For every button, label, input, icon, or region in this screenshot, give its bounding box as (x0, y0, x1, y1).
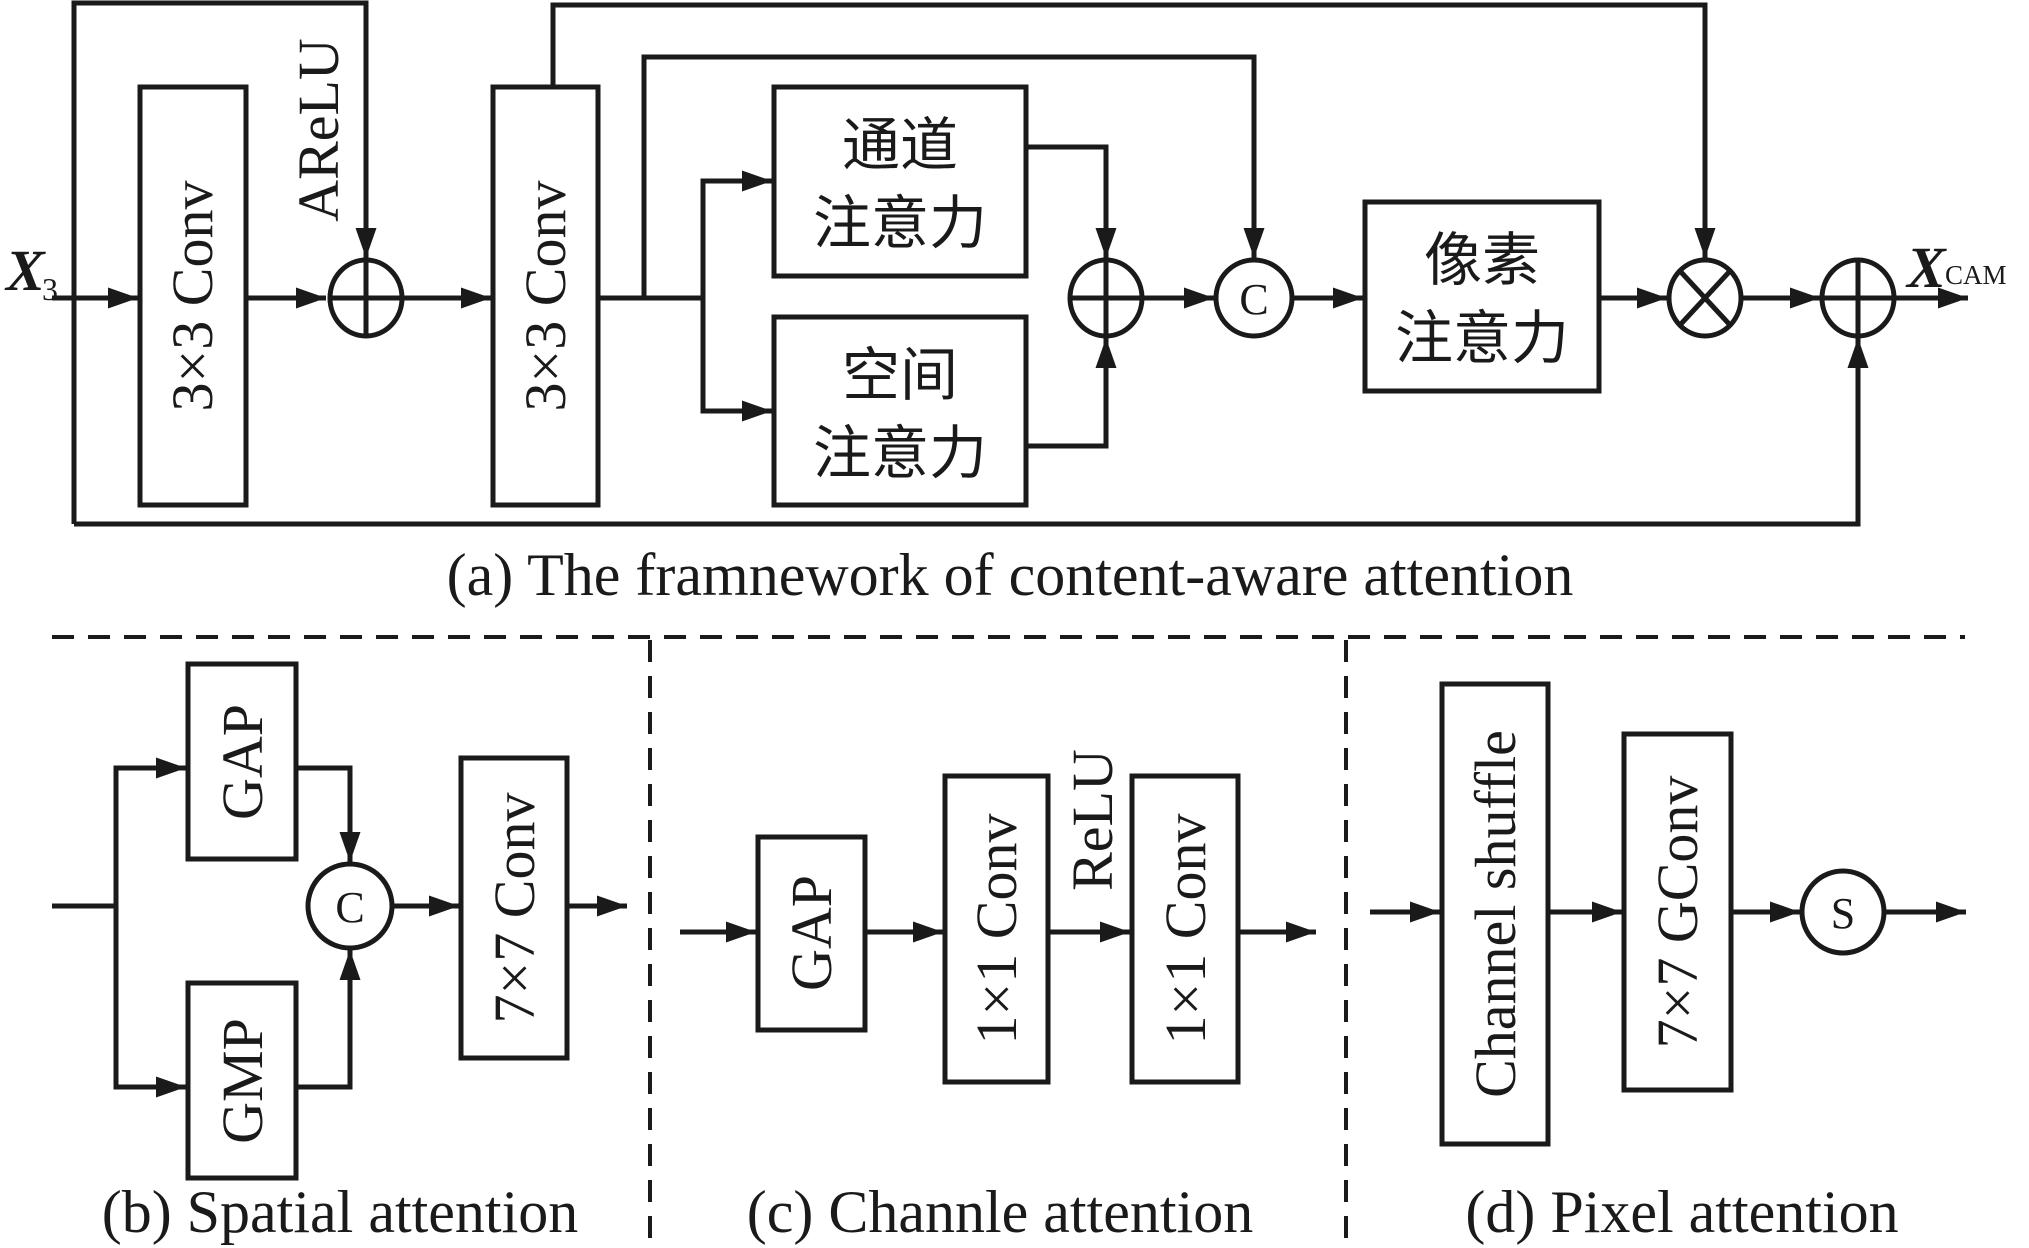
panel-c: GAP 1×1 Conv ReLU 1×1 Conv (c) Channle a… (680, 749, 1316, 1245)
channel-conv2-box (1129, 773, 1241, 1085)
channel-attention-box (771, 84, 1029, 279)
pixel-attention-label-line1: 像素 (1424, 226, 1540, 294)
gap-box (185, 661, 299, 862)
conv2-to-concat-connection (641, 54, 1265, 298)
arelu-label: AReLU (286, 38, 351, 222)
add-node-1 (327, 257, 405, 339)
conv1-box (137, 84, 249, 508)
to-gap-arrow (113, 757, 186, 906)
add-node-2 (1067, 257, 1145, 339)
to-spatial-attention-arrow (700, 298, 772, 422)
spatial-attention-label-line1: 空间 (842, 341, 958, 409)
caption-c: (c) Channle attention (747, 1179, 1253, 1245)
panel-b: GAP GMP C 7×7 Conv (b) Spatial attention (52, 661, 627, 1245)
panel-d: Channel shuffle 7×7 GConv S (d) Pixel at… (1370, 681, 1966, 1245)
global-residual-connection (74, 338, 1869, 527)
caption-a: (a) The framnework of content-aware atte… (447, 542, 1574, 608)
gconv-box (1621, 731, 1734, 1093)
concat-node: C (1213, 257, 1295, 339)
channel-conv2-label: 1×1 Conv (1153, 814, 1218, 1045)
pixel-attention-box (1362, 199, 1602, 394)
shuffle-label: Channel shuffle (1463, 730, 1528, 1098)
to-channel-attention-arrow (700, 170, 772, 298)
to-gmp-arrow (113, 906, 186, 1098)
gmp-label: GMP (210, 1018, 275, 1144)
multiply-node (1666, 257, 1744, 339)
panel-a: X 3 3×3 Conv AReLU 3×3 Conv (4, 0, 2007, 608)
channel-conv1-label: 1×1 Conv (964, 814, 1029, 1045)
channel-attention-label-line2: 注意力 (813, 189, 987, 257)
add-node-3 (1819, 257, 1897, 339)
arelu-skip-connection (71, 0, 377, 524)
channel-to-add-arrow (1026, 144, 1117, 258)
caption-d: (d) Pixel attention (1465, 1179, 1898, 1245)
spatial-conv-box (458, 755, 570, 1061)
gap-label: GAP (210, 704, 275, 820)
input-label: X (4, 238, 46, 303)
sigmoid-node: S (1799, 868, 1887, 956)
svg-text:C: C (1239, 275, 1268, 324)
spatial-conv-label: 7×7 Conv (482, 793, 547, 1024)
caption-b: (b) Spatial attention (102, 1179, 579, 1245)
conv1-label: 3×3 Conv (160, 181, 225, 412)
conv2-box (490, 84, 601, 508)
conv2-to-multiply-connection (550, 2, 1716, 258)
spatial-to-add-arrow (1026, 338, 1117, 449)
gap-to-concat-arrow (296, 765, 361, 862)
relu-label: ReLU (1060, 749, 1125, 891)
spatial-concat-node: C (305, 861, 395, 951)
spatial-attention-label-line2: 注意力 (813, 419, 987, 487)
channel-attention-label-line1: 通道 (842, 111, 958, 179)
output-subscript: CAM (1945, 260, 2007, 290)
gconv-label: 7×7 GConv (1645, 776, 1710, 1049)
input-subscript: 3 (42, 271, 58, 307)
channel-gap-box (755, 834, 868, 1033)
pixel-attention-label-line2: 注意力 (1395, 304, 1569, 372)
gmp-box (185, 980, 299, 1181)
gmp-to-concat-arrow (296, 950, 361, 1090)
conv2-label: 3×3 Conv (513, 181, 578, 412)
svg-text:C: C (335, 883, 364, 932)
output-label: X (1905, 235, 1947, 300)
shuffle-box (1439, 681, 1551, 1147)
svg-text:S: S (1831, 889, 1855, 938)
channel-conv1-box (942, 773, 1051, 1085)
channel-gap-label: GAP (779, 875, 844, 991)
spatial-attention-box (771, 314, 1029, 508)
